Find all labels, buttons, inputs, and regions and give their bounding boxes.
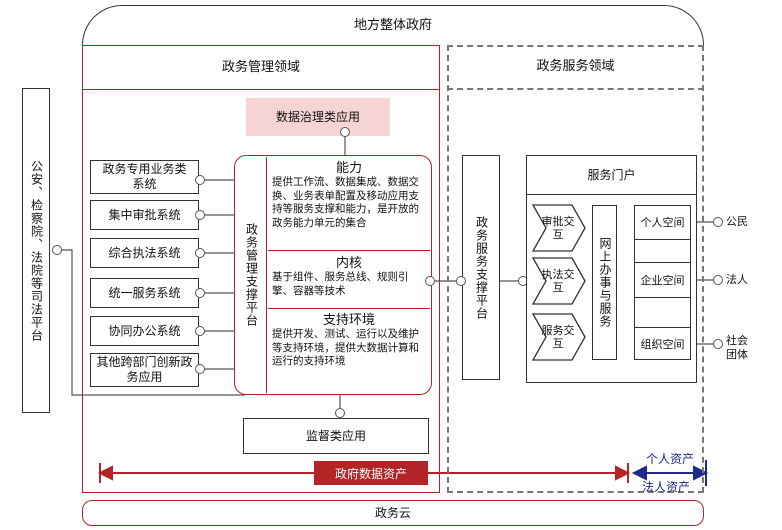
gov-data-assets-label: 政府数据资产 [334, 466, 407, 481]
system-dot-3 [195, 248, 205, 258]
gov-service-title-bar: 政务服务领域 [447, 45, 704, 90]
system-box-2: 集中审批系统 [90, 200, 199, 230]
system-box-3: 综合执法系统 [90, 238, 199, 268]
space-organization: 组织空间 [634, 327, 691, 360]
interaction-service: 服务交互 [540, 314, 576, 360]
system-box-5: 协同办公系统 [90, 316, 199, 346]
top-title: 地方整体政府 [353, 18, 432, 33]
mgmt-platform-frame [234, 155, 432, 395]
capability-section: 能力 提供工作流、数据集成、数据交换、业务表单配置及移动应用支持等服务支撑和能力… [268, 157, 430, 251]
system-label-2: 集中审批系统 [108, 207, 181, 222]
core-section: 内核 基于组件、服务总线、规则引擎、容器等技术 [268, 252, 430, 309]
data-governance-label: 数据治理类应用 [275, 109, 360, 124]
judicial-connector-dot [52, 245, 62, 255]
mgmt-platform-label: 政务管理支撑平台 [244, 223, 259, 327]
support-env-title: 支持环境 [322, 313, 375, 328]
system-dot-6 [195, 364, 205, 374]
space-label-3: 组织空间 [640, 338, 685, 351]
target-citizen: 公民 [726, 215, 748, 228]
target-social: 社会团体 [726, 334, 748, 361]
supervision-box: 监督类应用 [243, 418, 429, 454]
supervision-label: 监督类应用 [305, 428, 366, 443]
data-governance-box: 数据治理类应用 [246, 98, 390, 136]
mgmt-platform-label-wrap: 政务管理支撑平台 [236, 157, 267, 393]
capability-text: 提供工作流、数据集成、数据交换、业务表单配置及移动应用支持等服务支撑和能力，是开… [272, 176, 419, 229]
system-label-4: 统一服务系统 [108, 285, 181, 300]
interaction-label-3: 服务交互 [541, 324, 575, 350]
space-label-2: 企业空间 [640, 274, 685, 287]
system-dot-1 [195, 175, 205, 185]
support-env-section: 支持环境 提供开发、测试、运行以及维护等支持环境，提供大数据计算和运行的支持环境 [268, 310, 430, 394]
system-box-1: 政务专用业务类系统 [90, 160, 199, 194]
system-box-6: 其他跨部门创新政务应用 [90, 353, 199, 387]
service-portal-title: 服务门户 [587, 167, 636, 182]
system-dot-2 [195, 210, 205, 220]
interaction-label-2: 执法交互 [541, 268, 575, 294]
system-dot-5 [195, 326, 205, 336]
service-platform-box: 政务服务支撑平台 [462, 155, 500, 380]
system-label-3: 综合执法系统 [108, 245, 181, 260]
core-text: 基于组件、服务总线、规则引擎、容器等技术 [272, 271, 409, 297]
online-service-box: 网上办事与服务 [592, 205, 617, 360]
capability-title: 能力 [335, 161, 362, 176]
gov-mgmt-region [82, 45, 440, 493]
system-box-4: 统一服务系统 [90, 278, 199, 308]
system-dot-4 [195, 288, 205, 298]
spaces-frame [634, 205, 691, 360]
core-title: 内核 [335, 256, 362, 271]
service-platform-label: 政务服务支撑平台 [474, 215, 489, 320]
target-dot-legal [713, 275, 723, 285]
personal-assets-label: 个人资产 [646, 452, 695, 466]
target-dot-citizen [713, 217, 723, 227]
core-out-dot [425, 276, 435, 286]
judicial-platform: 公安、检察院、法院等司法平台 [22, 88, 50, 413]
space-enterprise: 企业空间 [634, 262, 691, 298]
target-legal: 法人 [726, 273, 748, 286]
target-dot-social [713, 339, 723, 349]
space-personal: 个人空间 [634, 205, 691, 240]
interaction-label-1: 审批交互 [541, 215, 575, 241]
space-label-1: 个人空间 [640, 216, 685, 229]
interaction-enforcement: 执法交互 [540, 258, 576, 304]
online-service-label: 网上办事与服务 [598, 237, 612, 328]
system-label-5: 协同办公系统 [108, 323, 181, 338]
service-platform-dot-left [456, 276, 466, 286]
service-portal-title-bar: 服务门户 [526, 155, 697, 195]
gov-service-title: 政务服务领域 [536, 59, 615, 74]
gov-cloud-bar: 政务云 [82, 500, 704, 526]
gov-data-assets-box: 政府数据资产 [314, 461, 428, 485]
gov-mgmt-title-bar: 政务管理领域 [82, 45, 440, 90]
interaction-approval: 审批交互 [540, 205, 576, 251]
support-env-text: 提供开发、测试、运行以及维护等支持环境，提供大数据计算和运行的支持环境 [272, 328, 419, 367]
legal-assets-label: 法人资产 [642, 480, 691, 494]
platform-bottom-dot [335, 408, 345, 418]
system-label-6: 其他跨部门创新政务应用 [96, 355, 193, 384]
left-side-label: 公安、检察院、法院等司法平台 [29, 159, 44, 342]
gov-cloud-label: 政务云 [374, 505, 411, 520]
system-label-1: 政务专用业务类系统 [102, 162, 187, 191]
gov-service-region [447, 45, 704, 493]
gov-mgmt-title: 政务管理领域 [221, 59, 300, 75]
data-governance-dot [340, 127, 350, 137]
